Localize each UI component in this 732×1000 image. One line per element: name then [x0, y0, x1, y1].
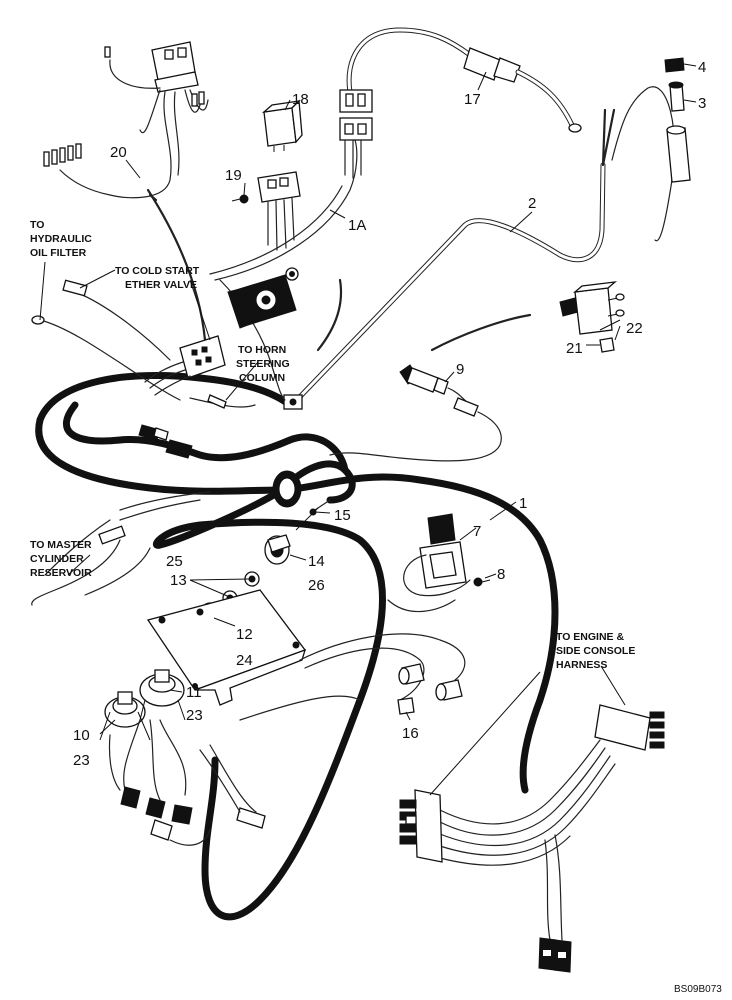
hydraulic-wire: [39, 319, 181, 401]
note-engine-line-2: SIDE CONSOLE: [556, 645, 635, 657]
callout-19: 19: [225, 167, 242, 184]
callout-3: 3: [698, 95, 706, 112]
callout-25: 25: [166, 553, 183, 570]
note-master-cylinder: TO MASTER CYLINDER RESERVOIR: [30, 539, 92, 579]
note-master-line-2: CYLINDER: [30, 553, 84, 565]
note-cold-start-line-2: ETHER VALVE: [125, 279, 197, 291]
note-cold-start: TO COLD START ETHER VALVE: [115, 265, 200, 291]
horn-wire: [189, 397, 256, 408]
note-engine-line-1: TO ENGINE &: [556, 631, 624, 643]
callout-17: 17: [464, 91, 481, 108]
callout-23-lower: 23: [73, 752, 90, 769]
bundle-tick: [148, 193, 158, 202]
horn-connector: [207, 394, 227, 409]
bundle-line-3: [316, 278, 343, 352]
ring-terminal-hydraulic: [31, 315, 45, 325]
note-horn-line-3: COLUMN: [239, 372, 285, 384]
callout-24: 24: [236, 652, 253, 669]
callout-22: 22: [626, 320, 643, 337]
grommet: [272, 470, 302, 508]
callout-2: 2: [528, 195, 536, 212]
callout-21: 21: [566, 340, 583, 357]
relay-7: [387, 513, 491, 613]
callout-14: 14: [308, 553, 325, 570]
sender-9: [329, 364, 502, 462]
note-horn-line-1: TO HORN: [238, 344, 286, 356]
callout-26: 26: [308, 577, 325, 594]
bundle-line-1: [146, 188, 207, 342]
wire-to-switch-3: [611, 86, 676, 242]
note-cold-start-line-1: TO COLD START: [115, 265, 200, 277]
leader-lines: [39, 63, 697, 796]
note-engine-line-3: HARNESS: [556, 659, 607, 671]
harness-1a: [209, 117, 373, 281]
engine-harness: [399, 704, 665, 973]
note-horn-line-2: STEERING: [236, 358, 290, 370]
note-master-line-3: RESERVOIR: [30, 567, 92, 579]
callout-7: 7: [473, 523, 481, 540]
lamp-wire-2: [304, 647, 425, 701]
connector-20: [43, 41, 209, 199]
master-cylinder-connector: [31, 525, 151, 606]
leader-stroke: [430, 313, 532, 352]
note-horn: TO HORN STEERING COLUMN: [236, 344, 290, 384]
knob-14: [264, 499, 331, 565]
callout-8: 8: [497, 566, 505, 583]
note-hydraulic-line-2: HYDRAULIC: [30, 233, 92, 245]
note-master-line-1: TO MASTER: [30, 539, 92, 551]
relay-18: [261, 99, 303, 152]
switch-10-11: [99, 669, 266, 846]
lamp-wire-1: [299, 633, 466, 681]
switch-21: [559, 281, 625, 353]
callout-13: 13: [170, 572, 187, 589]
callout-11: 11: [186, 684, 202, 701]
note-hydraulic: TO HYDRAULIC OIL FILTER: [30, 219, 92, 259]
cold-start-connector: [62, 279, 226, 396]
callout-15: 15: [334, 507, 351, 524]
note-hydraulic-line-3: OIL FILTER: [30, 247, 87, 259]
lamps-16: [397, 663, 463, 715]
harness-connectors: [44, 424, 211, 576]
callout-1: 1: [519, 495, 527, 512]
relay-socket-19: [231, 171, 301, 251]
callout-16: 16: [402, 725, 419, 742]
note-engine: TO ENGINE & SIDE CONSOLE HARNESS: [556, 631, 635, 671]
callout-23-upper: 23: [186, 707, 203, 724]
lamp-wire-3: [239, 695, 361, 721]
callout-10: 10: [73, 727, 90, 744]
callout-18: 18: [292, 91, 309, 108]
callout-9: 9: [456, 361, 464, 378]
switch-3-4: [664, 57, 691, 183]
callout-12: 12: [236, 626, 253, 643]
harness-2: [283, 108, 616, 410]
main-harness: [35, 371, 559, 921]
mounting-plate: [146, 589, 307, 706]
ether-switch: [227, 267, 299, 329]
callout-1a: 1A: [348, 217, 366, 234]
callout-20: 20: [110, 144, 127, 161]
callout-4: 4: [698, 59, 706, 76]
note-hydraulic-line-1: TO: [30, 219, 44, 231]
callout-labels: 1 1A 2 3 4 7 8 9 10 11 12 13 14 15 16 17…: [73, 59, 706, 769]
drawing-code: BS09B073: [674, 984, 722, 995]
sensor-17: [339, 27, 582, 133]
